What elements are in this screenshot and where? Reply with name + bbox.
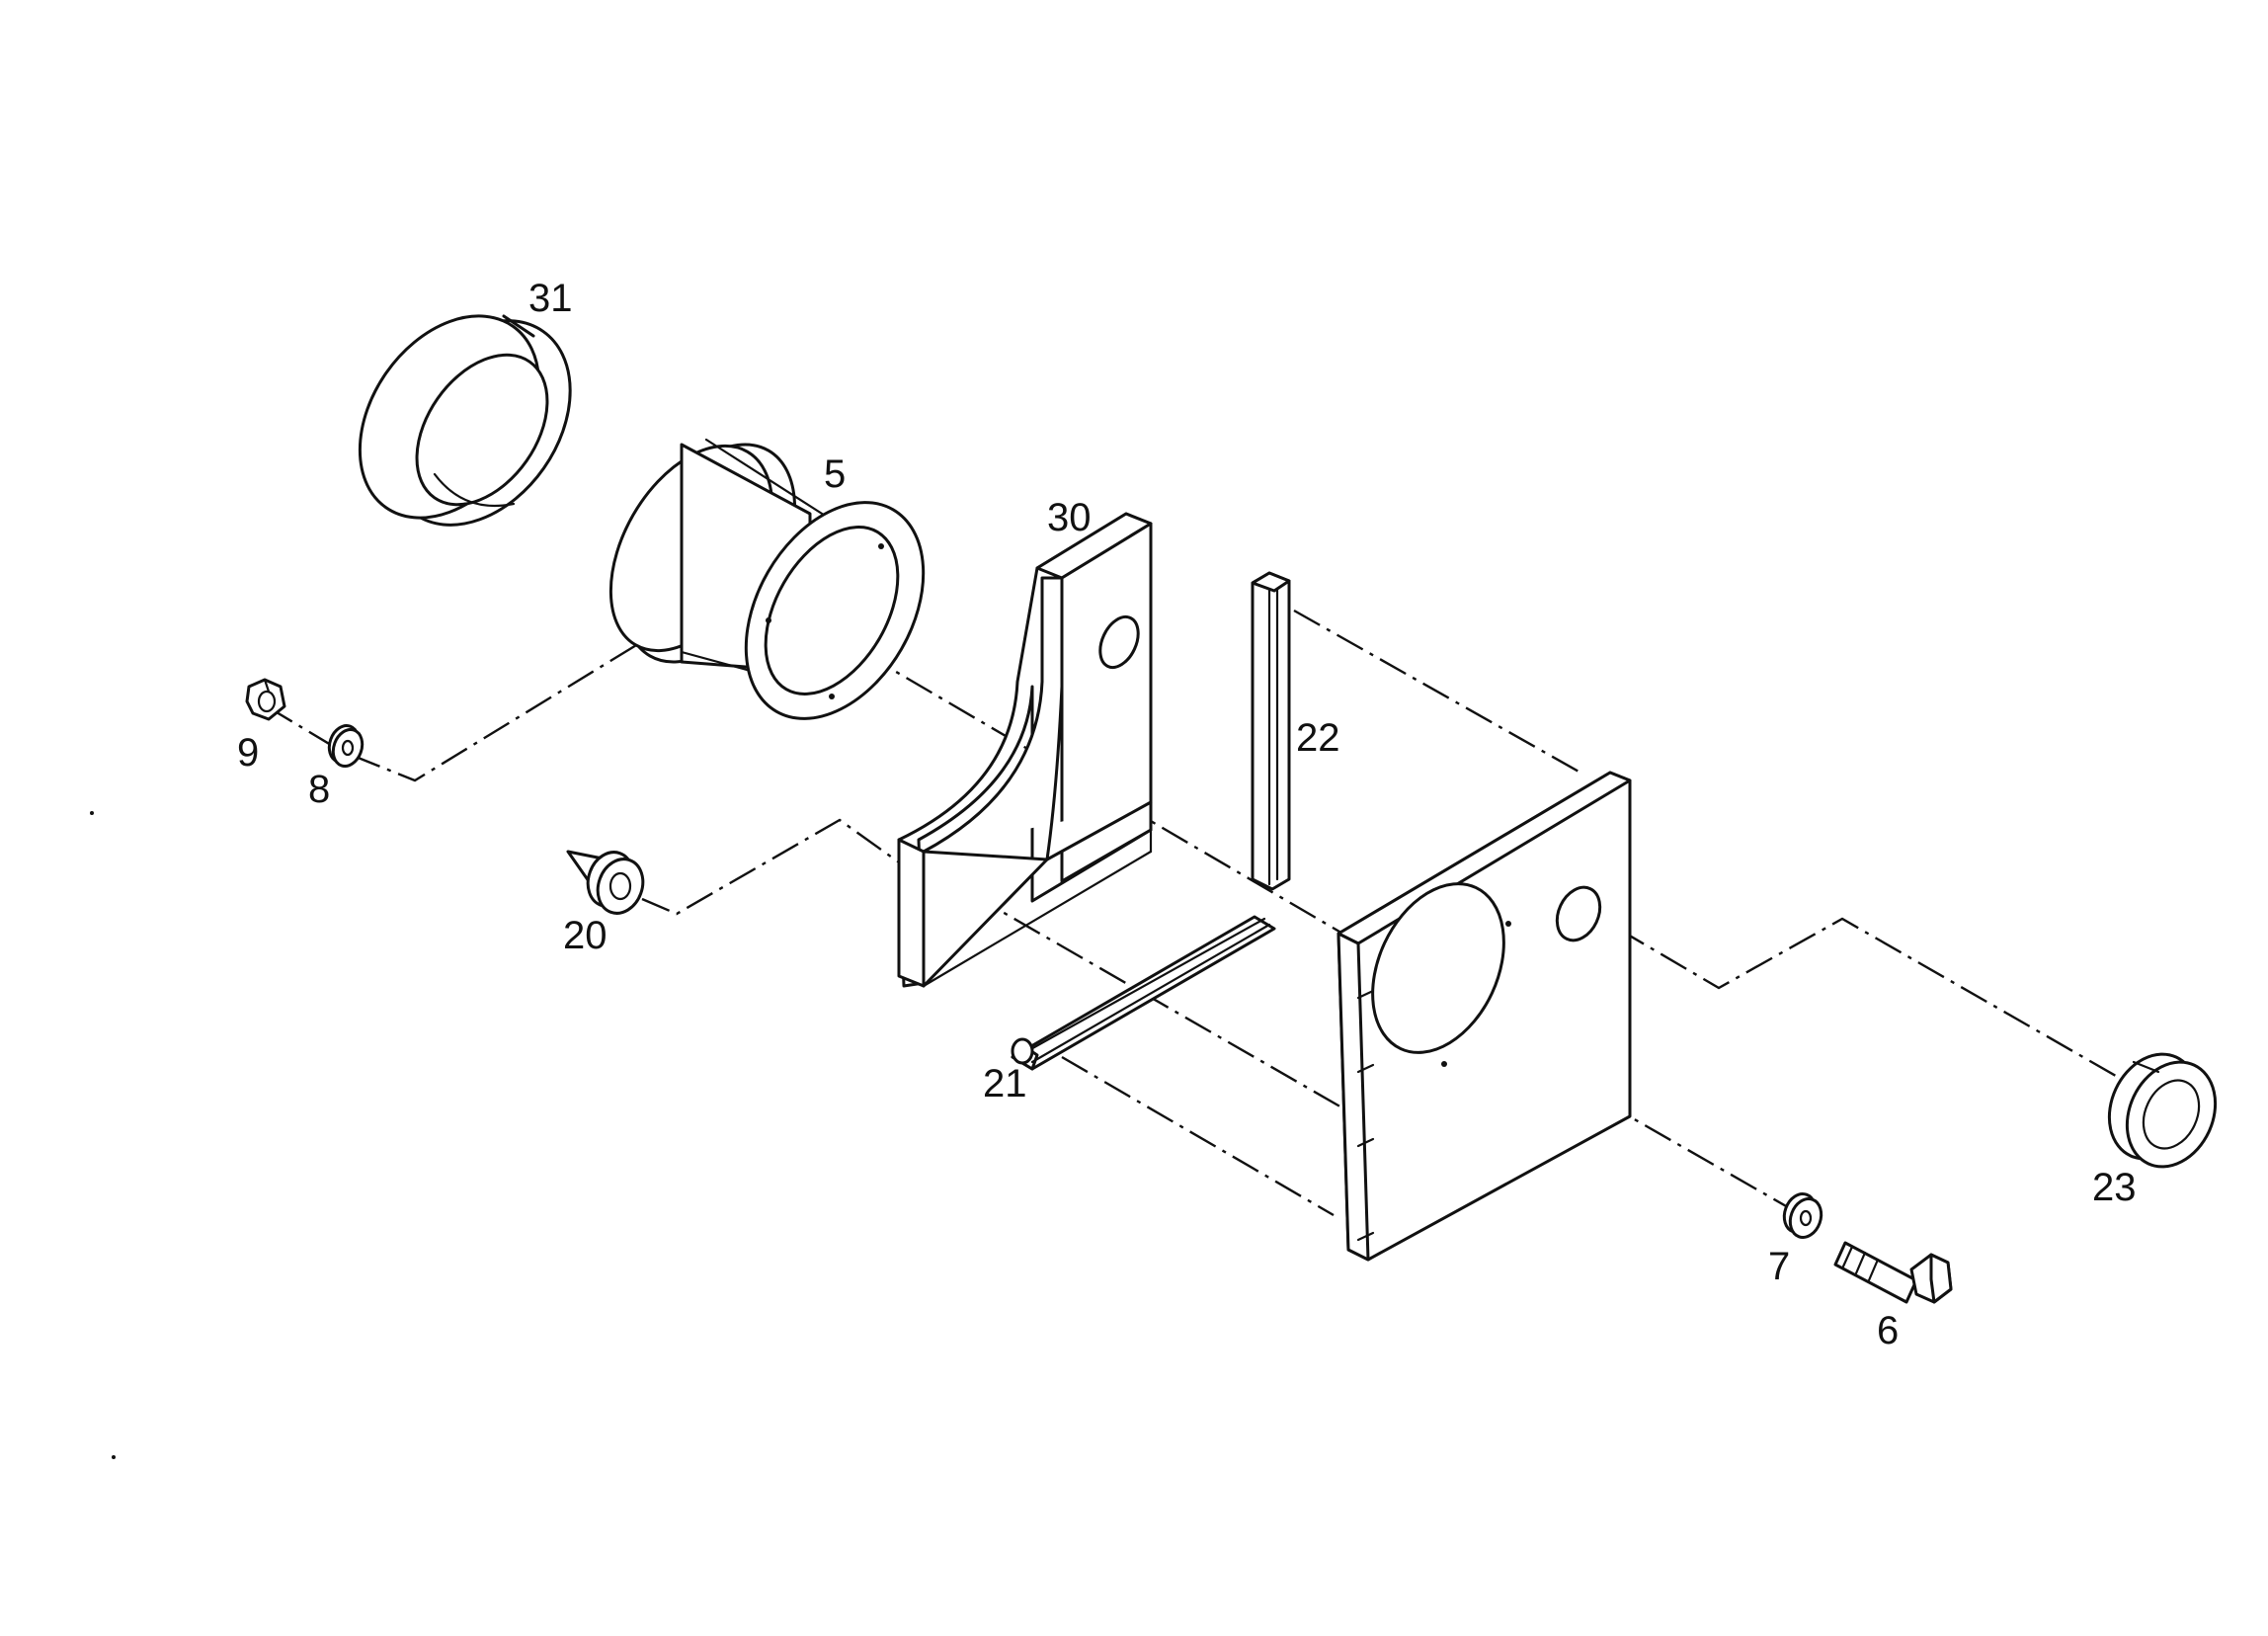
callout-9: 9 [237, 731, 259, 775]
callout-22: 22 [1296, 716, 1340, 760]
mounting-plate [1336, 771, 1632, 1262]
bracket-icon [897, 512, 1153, 988]
leader-9-8-5 [266, 615, 683, 782]
callout-23: 23 [2092, 1166, 2137, 1209]
washer-icon [327, 724, 364, 768]
leader-plate-to-23 [1575, 902, 2149, 1097]
callout-8: 8 [308, 768, 330, 811]
leader-20-to-bracket [641, 818, 910, 916]
callout-labels: 31 5 30 22 9 8 20 21 7 6 23 [237, 277, 2137, 1352]
leader-bracket-to-plate [928, 867, 1344, 1110]
leader-22-to-plate [1293, 609, 1581, 775]
callout-20: 20 [563, 914, 608, 957]
ring-icon [358, 314, 572, 527]
callout-7: 7 [1768, 1245, 1790, 1288]
stray-specks [90, 811, 116, 1459]
callout-5: 5 [824, 452, 846, 496]
leader-lines [266, 576, 2149, 1217]
leader-21-to-plate [1061, 1055, 1335, 1217]
grommet-icon [2107, 1052, 2218, 1169]
flanged-bushing-icon [608, 438, 926, 720]
channel-strip-icon [1251, 571, 1291, 891]
hex-nut-icon [245, 678, 286, 721]
callout-6: 6 [1877, 1309, 1899, 1352]
callout-30: 30 [1047, 496, 1092, 539]
grommet-icon [566, 850, 645, 915]
callout-31: 31 [528, 277, 573, 320]
washer-icon [1782, 1192, 1823, 1239]
callout-21: 21 [983, 1062, 1027, 1105]
channel-strip-icon [1011, 915, 1276, 1071]
bolt-icon [1833, 1241, 1953, 1304]
